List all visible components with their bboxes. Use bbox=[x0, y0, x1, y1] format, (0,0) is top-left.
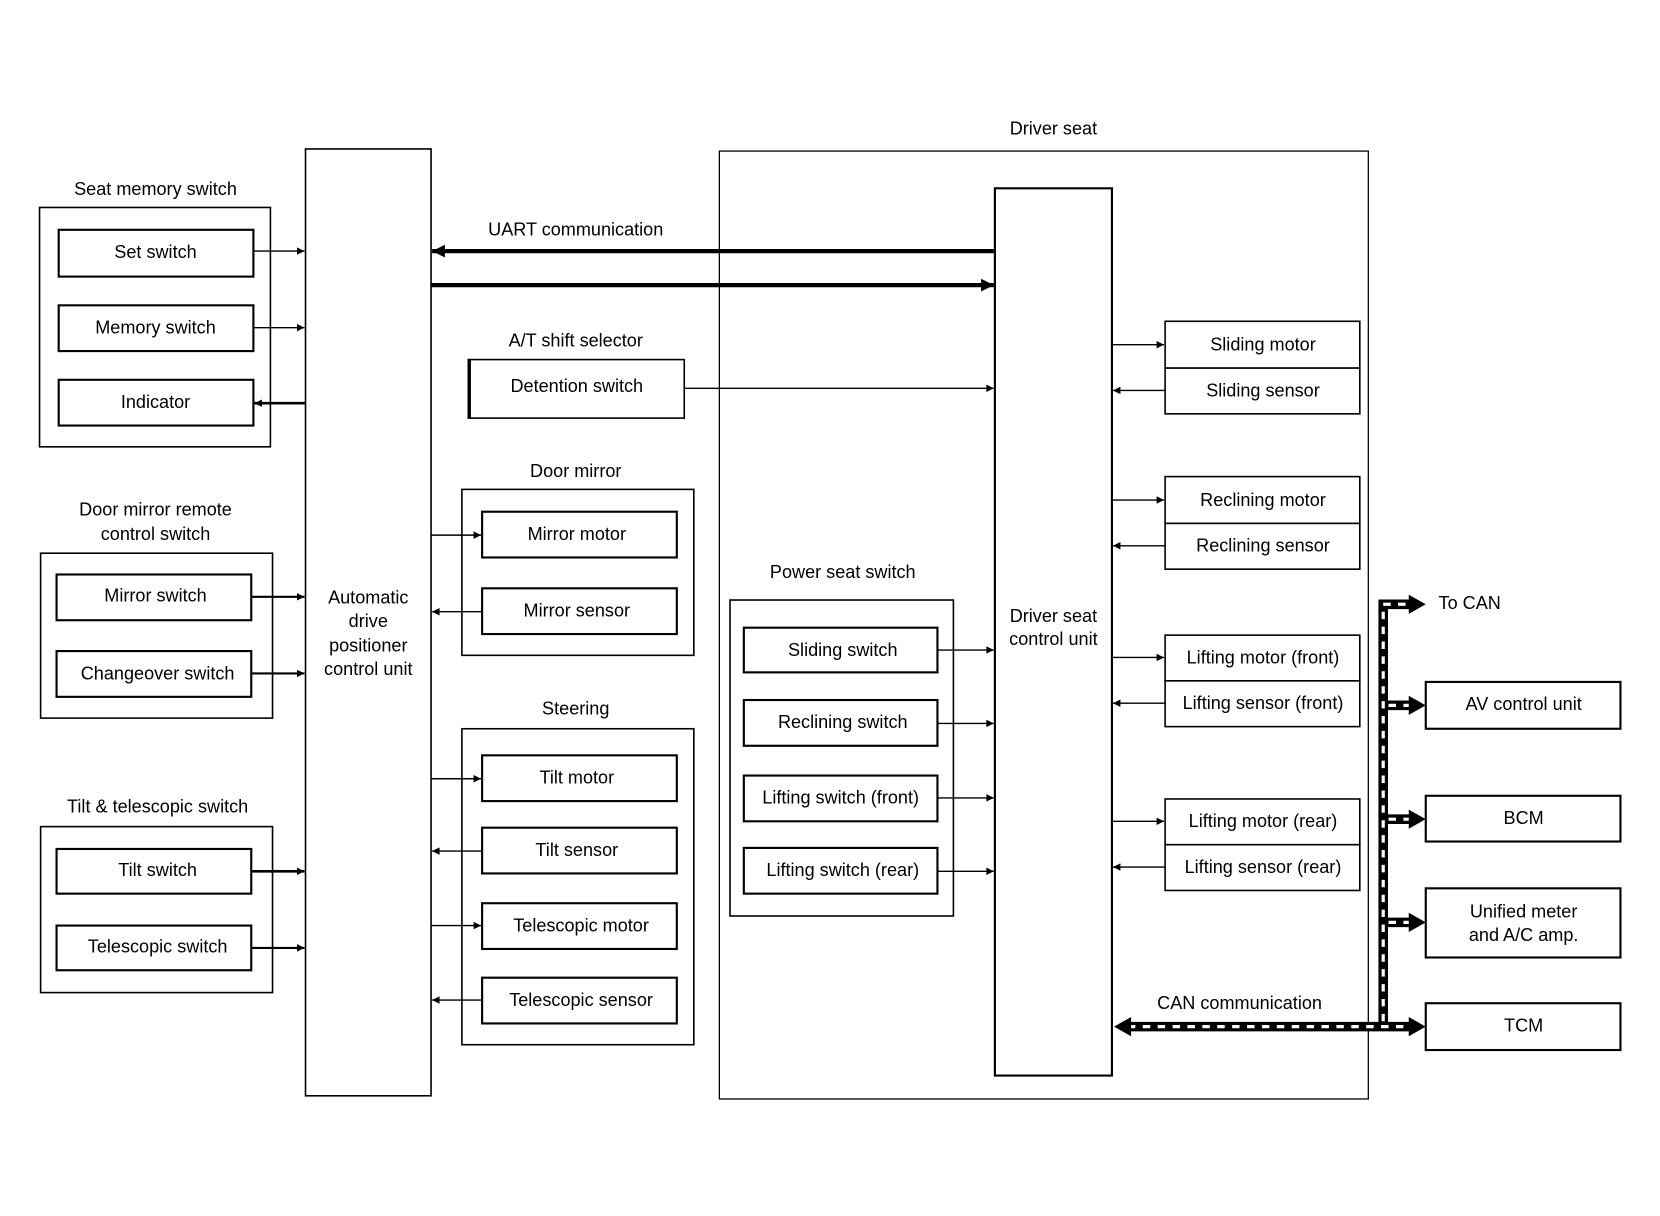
mirror-sensor-label: Mirror sensor bbox=[524, 601, 630, 621]
seat-memory-switch-group: Seat memory switch Set switch Memory swi… bbox=[38, 179, 272, 448]
tilt-telescopic-switch-group: Tilt & telescopic switch Tilt switch Tel… bbox=[39, 796, 274, 994]
telescopic-switch-label: Telescopic switch bbox=[88, 937, 228, 957]
memory-switch-label: Memory switch bbox=[95, 318, 216, 338]
indicator-box bbox=[57, 378, 255, 427]
automatic-drive-positioner-control-unit bbox=[304, 148, 432, 1097]
seat-actuators: Sliding motor Sliding sensor Reclining m… bbox=[1164, 320, 1361, 892]
uart-label: UART communication bbox=[488, 220, 663, 240]
dscu-label-1: Driver seat bbox=[1010, 606, 1097, 626]
reclining-motor-label: Reclining motor bbox=[1200, 490, 1326, 510]
bcm-box bbox=[1424, 794, 1622, 843]
reclining-switch-label: Reclining switch bbox=[778, 712, 908, 732]
at-shift-selector-title: A/T shift selector bbox=[509, 330, 643, 350]
reclining-sensor-label: Reclining sensor bbox=[1196, 536, 1330, 556]
lifting-switch-front-label: Lifting switch (front) bbox=[762, 788, 919, 808]
memory-switch-box bbox=[57, 304, 255, 353]
mirror-motor-label: Mirror motor bbox=[528, 524, 626, 544]
can-communication-label: CAN communication bbox=[1157, 993, 1322, 1013]
acu-label-3: positioner bbox=[329, 636, 407, 656]
detention-switch-label: Detention switch bbox=[510, 376, 643, 396]
can-bus bbox=[1114, 594, 1426, 1037]
tilt-motor-label: Tilt motor bbox=[539, 768, 614, 788]
acu-label-1: Automatic bbox=[328, 588, 408, 608]
acu-label-4: control unit bbox=[324, 659, 412, 679]
door-mirror-remote-title-2: control switch bbox=[101, 524, 211, 544]
seat-memory-switch-title: Seat memory switch bbox=[74, 179, 237, 199]
telescopic-motor-label: Telescopic motor bbox=[513, 915, 649, 935]
tilt-switch-label: Tilt switch bbox=[118, 860, 197, 880]
tcm-box bbox=[1424, 1002, 1622, 1052]
tilt-telescopic-title: Tilt & telescopic switch bbox=[67, 796, 248, 816]
to-can-label: To CAN bbox=[1439, 593, 1501, 613]
driver-seat-control-unit bbox=[993, 187, 1113, 1077]
lifting-sensor-rear-label: Lifting sensor (rear) bbox=[1185, 857, 1342, 877]
driver-seat-title: Driver seat bbox=[1010, 119, 1097, 139]
bcm-label: BCM bbox=[1504, 808, 1544, 828]
unified-meter-box bbox=[1424, 887, 1622, 959]
power-seat-switch-title: Power seat switch bbox=[770, 562, 916, 582]
sliding-motor-label: Sliding motor bbox=[1210, 335, 1316, 355]
unified-meter-label-1: Unified meter bbox=[1470, 902, 1578, 922]
lifting-motor-rear-label: Lifting motor (rear) bbox=[1189, 811, 1338, 831]
set-switch-label: Set switch bbox=[114, 242, 196, 262]
av-control-unit-label: AV control unit bbox=[1466, 694, 1582, 714]
sliding-switch-label: Sliding switch bbox=[788, 640, 898, 660]
lifting-motor-front-label: Lifting motor (front) bbox=[1187, 647, 1340, 667]
changeover-switch-label: Changeover switch bbox=[81, 663, 235, 683]
door-mirror-remote-title-1: Door mirror remote bbox=[79, 499, 232, 519]
lifting-switch-rear-label: Lifting switch (rear) bbox=[766, 860, 919, 880]
av-control-unit-box bbox=[1424, 680, 1622, 730]
steering-title: Steering bbox=[542, 698, 609, 718]
unified-meter-label-2: and A/C amp. bbox=[1469, 925, 1579, 945]
dscu-label-2: control unit bbox=[1009, 629, 1097, 649]
telescopic-sensor-label: Telescopic sensor bbox=[509, 990, 653, 1010]
door-mirror-title: Door mirror bbox=[530, 461, 621, 481]
mirror-switch-label: Mirror switch bbox=[104, 586, 206, 606]
set-switch-box bbox=[57, 228, 255, 278]
acu-label-2: drive bbox=[349, 611, 388, 631]
tcm-label: TCM bbox=[1504, 1015, 1543, 1035]
sliding-sensor-label: Sliding sensor bbox=[1206, 380, 1320, 400]
door-mirror-remote-control-switch-group: Door mirror remote control switch Mirror… bbox=[39, 499, 274, 719]
lifting-sensor-front-label: Lifting sensor (front) bbox=[1183, 693, 1344, 713]
indicator-label: Indicator bbox=[121, 392, 190, 412]
tilt-sensor-label: Tilt sensor bbox=[535, 840, 618, 860]
